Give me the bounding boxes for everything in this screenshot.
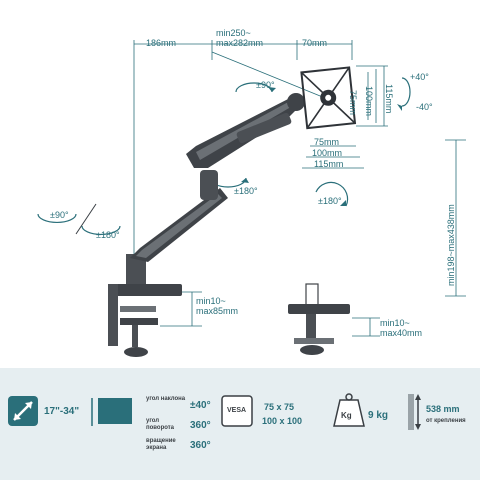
head-swivel-label: ±90° — [256, 80, 275, 90]
left-reach-label: 186mm — [146, 38, 177, 48]
base-swivel-label: ±90° — [50, 210, 69, 220]
arm-drawing — [108, 66, 357, 357]
clamp-thickness-label-2: max85mm — [196, 306, 239, 316]
swivel-label: угол поворота — [146, 418, 175, 431]
vesa-large-h-label: 100mm — [312, 148, 343, 158]
screen-size-value: 17"-34" — [44, 406, 80, 417]
vesa-badge: VESA — [227, 407, 247, 414]
rotate-value: 360° — [190, 440, 211, 451]
tilt-value: ±40° — [190, 400, 211, 411]
vesa-large-v-label: 100mm — [364, 86, 374, 117]
tilt-down-label: -40° — [416, 102, 433, 112]
clamp-thickness-label-1: min10~ — [196, 296, 226, 306]
vesa-small-h-label: 75mm — [314, 137, 340, 147]
mid-reach-label-2: max282mm — [216, 38, 264, 48]
head-offset-label: 70mm — [302, 38, 328, 48]
mid-reach-label-1: min250~ — [216, 28, 251, 38]
grommet-thickness-label-1: min10~ — [380, 318, 410, 328]
diagonal-size-icon — [8, 396, 38, 426]
screen-rotate-label: ±180° — [318, 196, 342, 206]
height-label: от крепления — [426, 418, 466, 424]
weight-unit: Kg — [341, 411, 352, 420]
weight-value: 9 kg — [368, 410, 389, 421]
vesa-small-v-label: 75mm — [348, 90, 358, 116]
weight-icon — [333, 393, 365, 427]
swivel-value: 360° — [190, 420, 211, 431]
tilt-up-label: +40° — [410, 72, 429, 82]
base-rotate-label: ±180° — [96, 230, 120, 240]
plate-v-label: 115mm — [384, 84, 394, 114]
height-range-label: min198~max438mm — [446, 204, 456, 286]
height-icon — [408, 394, 421, 430]
monitor-tilt-icon — [91, 398, 132, 426]
tilt-label: угол наклона — [146, 396, 186, 402]
height-value: 538 mm — [426, 404, 460, 414]
plate-h-label: 115mm — [314, 159, 344, 169]
rotate-label: вращение экрана — [146, 438, 176, 451]
vesa-value-2: 100 x 100 — [262, 416, 303, 426]
vesa-icon — [221, 395, 253, 427]
grommet-thickness-label-2: max40mm — [380, 328, 423, 338]
arm-swivel-label: ±180° — [234, 186, 258, 196]
vesa-value-1: 75 x 75 — [264, 402, 295, 412]
